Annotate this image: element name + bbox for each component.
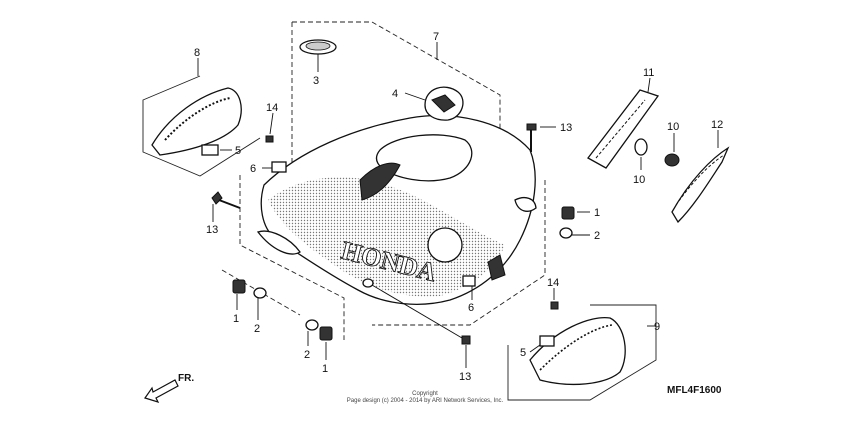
- bolt-13-lower-axis: [371, 284, 463, 339]
- copyright-line-2: Page design (c) 2004 - 2014 by ARI Netwo…: [347, 398, 504, 404]
- bolts: [211, 123, 559, 345]
- callout-13-left: 13: [206, 224, 218, 236]
- callout-13-lower: 13: [459, 371, 471, 383]
- part-12-trim: [671, 146, 730, 224]
- group-8-frame: [142, 75, 261, 177]
- front-label: FR.: [178, 373, 194, 384]
- tank-cover-frame-top: [292, 21, 501, 140]
- part-4-emblem-cap: [424, 86, 464, 121]
- right-cover-edge: [539, 324, 613, 371]
- callout-3: 3: [313, 75, 319, 87]
- lower-right-frame: [372, 180, 546, 326]
- part-5-clip-right: [539, 335, 555, 347]
- tank-cover-left-tab: [256, 230, 301, 255]
- bolt-13-left-head: [211, 191, 223, 205]
- callout-6-right: 6: [468, 302, 474, 314]
- tank-cover-right-tab: [487, 254, 506, 281]
- clip-6-right: [462, 275, 476, 287]
- right-cover-body: [529, 316, 626, 386]
- collar-2-right: [559, 227, 573, 239]
- tank-cover-shading: [268, 177, 505, 297]
- callout-14-left: 14: [266, 102, 278, 114]
- bolt-13-left-shaft: [218, 199, 241, 209]
- grommet-inner: [305, 41, 331, 51]
- parts-6-clips: [271, 161, 476, 287]
- callout-1-left: 1: [233, 313, 239, 325]
- callout-8: 8: [194, 47, 200, 59]
- lower-left-frame: [239, 175, 345, 340]
- callout-5-right: 5: [520, 347, 526, 359]
- part-5-clip-left: [201, 144, 219, 156]
- callout-10-upper: 10: [667, 121, 679, 133]
- callout-10-lower: 10: [633, 174, 645, 186]
- part-11-trim: [587, 89, 660, 169]
- callout-12: 12: [711, 119, 723, 131]
- grommet-10-b: [664, 153, 680, 167]
- bolt-13-lower-washer: [362, 278, 374, 288]
- trim-11-body: [587, 89, 660, 169]
- tank-cover-part: HONDA: [256, 114, 537, 305]
- callout-6-left: 6: [250, 163, 256, 175]
- grommet-10-a: [634, 138, 648, 156]
- leader-lines: [197, 42, 719, 368]
- callout-14-right: 14: [547, 277, 559, 289]
- callouts: 3 4 7 8 14 5 6 13 13 1 2 1 2 2 1 6 13 14…: [194, 31, 723, 383]
- bolt-13-lower-head: [461, 335, 471, 345]
- trim-12-edge: [675, 154, 725, 206]
- lower-left-frame-base: [221, 269, 301, 316]
- tank-cover-mount-bracket: [514, 197, 537, 212]
- front-arrow-icon: [144, 379, 179, 403]
- bolt-13-top-head: [526, 123, 537, 131]
- rubber-1-lower: [319, 326, 333, 341]
- callout-1-lower: 1: [322, 363, 328, 375]
- callout-9: 9: [654, 321, 660, 333]
- callout-2-left: 2: [254, 323, 260, 335]
- callout-7: 7: [433, 31, 439, 43]
- part-10-grommets: [634, 138, 680, 167]
- part-8-left-side-cover: [151, 87, 242, 156]
- callout-2-lower: 2: [304, 349, 310, 361]
- emblem-cap-wing: [431, 94, 456, 113]
- callout-1-right: 1: [594, 207, 600, 219]
- bolt-14-left: [265, 135, 274, 143]
- callout-13-top: 13: [560, 122, 572, 134]
- left-cover-body: [151, 87, 242, 156]
- tank-cover-round-emblem: [427, 227, 463, 263]
- diagram-code: MFL4F1600: [667, 385, 722, 396]
- left-cover-edge: [164, 97, 231, 141]
- callout-2-right: 2: [594, 230, 600, 242]
- clip-6-left: [271, 161, 287, 173]
- callout-11: 11: [643, 67, 654, 79]
- collar-2-left: [253, 287, 267, 299]
- part-9-right-side-cover: [529, 316, 626, 386]
- bolt-14-right: [550, 301, 559, 310]
- callout-5-left: 5: [235, 145, 241, 157]
- front-direction-indicator: FR.: [144, 373, 194, 403]
- group-9-frame: [507, 304, 657, 401]
- tank-cover-vent: [359, 162, 401, 201]
- fuel-cap-recess: [375, 134, 473, 182]
- group-frames: [142, 21, 657, 401]
- copyright-line-1: Copyright: [412, 391, 438, 397]
- collar-2-lower: [305, 319, 319, 331]
- rubber-1-right: [561, 206, 575, 220]
- trim-12-body: [671, 146, 730, 224]
- part-3-grommet: [299, 39, 337, 55]
- rubber-1-left: [232, 279, 246, 294]
- callout-4: 4: [392, 88, 398, 100]
- trim-11-edge: [595, 99, 646, 159]
- parts-1-2-mounts: [232, 206, 575, 341]
